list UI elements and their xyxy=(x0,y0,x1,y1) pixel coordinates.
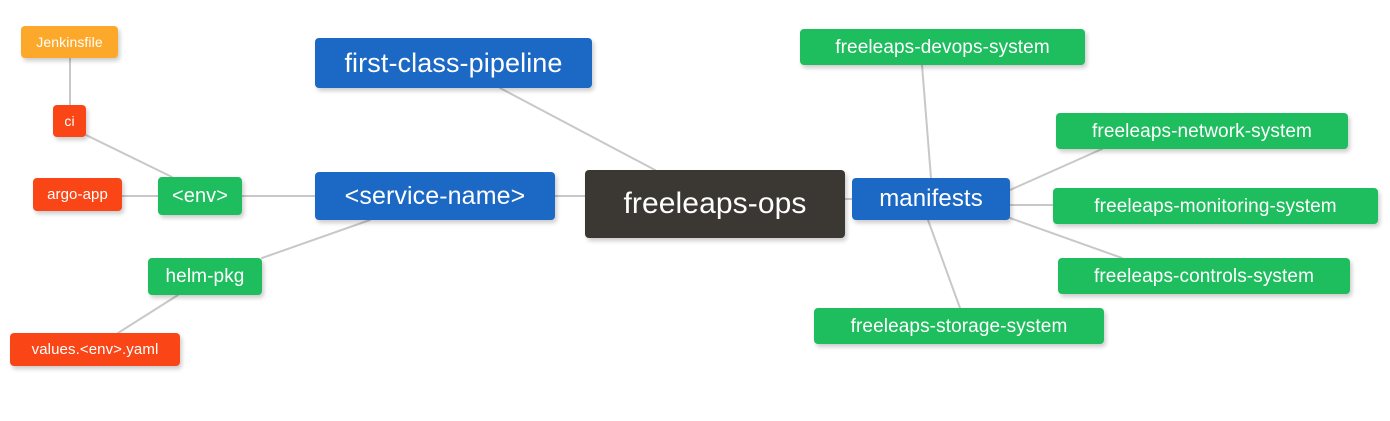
node-label-helm-pkg: helm-pkg xyxy=(165,266,245,287)
node-label-first-class-pipeline: first-class-pipeline xyxy=(344,47,563,78)
node-manifests[interactable]: manifests xyxy=(852,178,1010,220)
node-label-jenkinsfile: Jenkinsfile xyxy=(36,34,103,50)
node-freeleaps-controls-system[interactable]: freeleaps-controls-system xyxy=(1058,258,1350,294)
node-first-class-pipeline[interactable]: first-class-pipeline xyxy=(315,38,592,88)
node-label-env: <env> xyxy=(171,185,229,207)
edge-manifests-controls xyxy=(1009,217,1123,259)
edge-helmpkg-servicename xyxy=(261,219,371,259)
node-label-ci: ci xyxy=(64,113,75,129)
node-jenkinsfile[interactable]: Jenkinsfile xyxy=(21,26,118,58)
node-service-name[interactable]: <service-name> xyxy=(315,172,555,220)
edge-manifests-network xyxy=(1009,148,1103,191)
edge-valuesyaml-helmpkg xyxy=(117,294,179,334)
node-helm-pkg[interactable]: helm-pkg xyxy=(148,258,262,295)
edge-firstclasspipeline-freeleapsops xyxy=(499,87,656,171)
node-label-service-name: <service-name> xyxy=(344,181,526,210)
node-freeleaps-storage-system[interactable]: freeleaps-storage-system xyxy=(814,308,1104,344)
node-freeleaps-ops[interactable]: freeleaps-ops xyxy=(585,170,845,238)
node-env[interactable]: <env> xyxy=(158,177,242,215)
edge-manifests-storage xyxy=(927,219,961,309)
node-label-freeleaps-monitoring-system: freeleaps-monitoring-system xyxy=(1094,195,1337,217)
node-label-values-yaml: values.<env>.yaml xyxy=(31,341,159,358)
node-values-yaml[interactable]: values.<env>.yaml xyxy=(10,333,180,366)
node-ci[interactable]: ci xyxy=(53,105,86,137)
edge-ci-env xyxy=(85,134,173,178)
node-label-argo-app: argo-app xyxy=(47,186,108,203)
node-argo-app[interactable]: argo-app xyxy=(33,178,122,211)
node-label-manifests: manifests xyxy=(879,185,983,212)
node-label-freeleaps-storage-system: freeleaps-storage-system xyxy=(850,315,1068,337)
node-label-freeleaps-devops-system: freeleaps-devops-system xyxy=(835,36,1050,58)
node-label-freeleaps-controls-system: freeleaps-controls-system xyxy=(1093,265,1315,287)
node-freeleaps-monitoring-system[interactable]: freeleaps-monitoring-system xyxy=(1053,188,1378,224)
node-label-freeleaps-network-system: freeleaps-network-system xyxy=(1092,120,1312,142)
node-freeleaps-devops-system[interactable]: freeleaps-devops-system xyxy=(800,29,1085,65)
node-freeleaps-network-system[interactable]: freeleaps-network-system xyxy=(1056,113,1348,149)
node-label-freeleaps-ops: freeleaps-ops xyxy=(623,187,807,220)
edge-manifests-devops xyxy=(921,64,932,179)
